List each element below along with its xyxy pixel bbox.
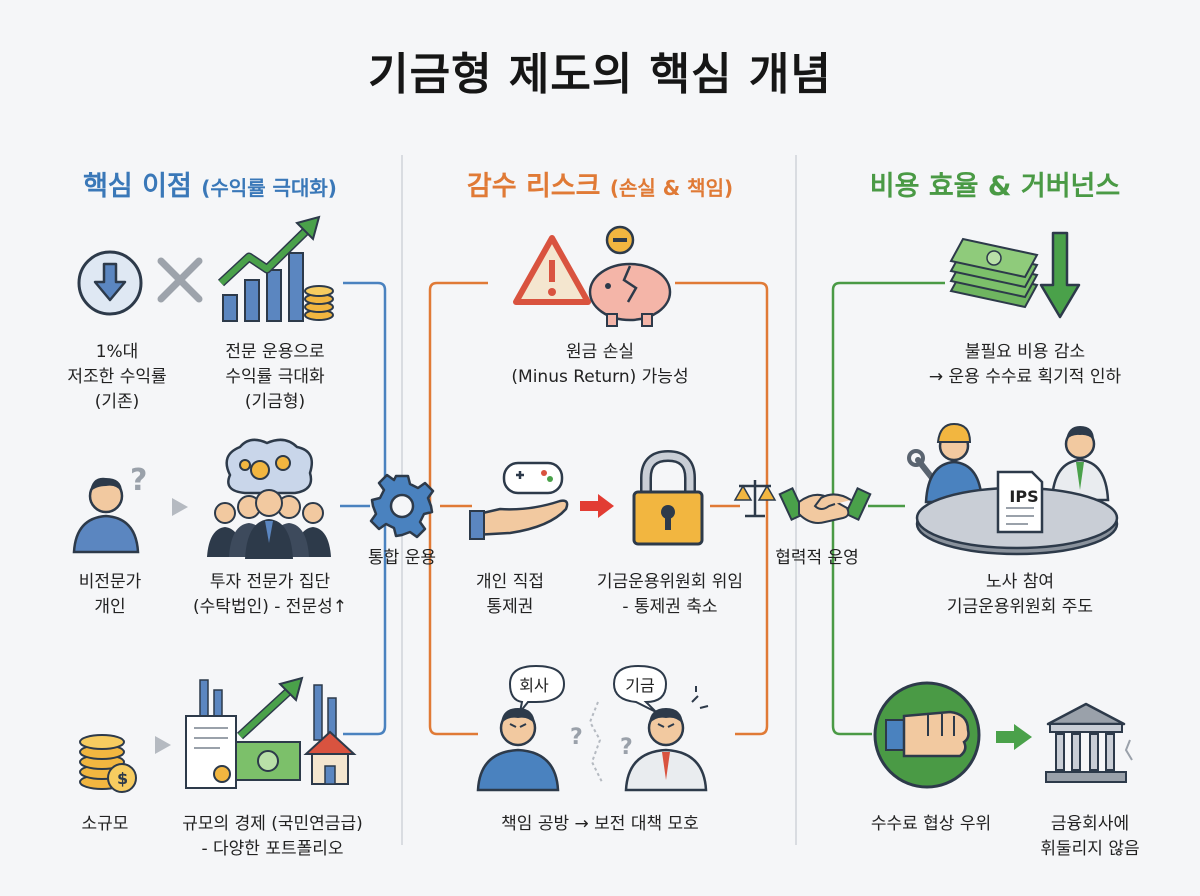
label-economy-of-scale: 규모의 경제 (국민연금급) - 다양한 포트폴리오 — [165, 812, 380, 862]
label-integrated-operation: 통합 운용 — [368, 548, 436, 568]
not-swayed-line1: 금융회사에 — [1050, 814, 1130, 834]
personal-control-line2: 통제권 — [486, 597, 534, 617]
fist-icon — [873, 681, 981, 789]
low-return-line2: 저조한 수익률 — [67, 367, 167, 387]
label-cooperative-operation: 협력적 운영 — [775, 548, 859, 568]
delegation-line1: 기금운용위원회 위임 — [596, 572, 744, 592]
arguing-people-icon: ? ? — [476, 664, 709, 792]
label-not-swayed: 금융회사에 휘둘리지 않음 — [1020, 812, 1160, 862]
label-labor-management: 노사 참여 기금운용위원회 주도 — [900, 570, 1140, 620]
label-delegation: 기금운용위원회 위임 - 통제권 축소 — [570, 570, 770, 620]
non-expert-line1: 비전문가 — [78, 572, 142, 592]
down-arrow-circle-icon — [77, 250, 143, 316]
heading-benefits-main: 핵심 이점 — [83, 171, 192, 202]
label-low-return: 1%대 저조한 수익률 (기존) — [42, 340, 192, 415]
column-heading-benefits: 핵심 이점 (수익률 극대화) — [40, 164, 380, 203]
green-arrow-icon — [996, 724, 1032, 750]
money-down-arrow-icon — [949, 231, 1081, 319]
column-heading-risks: 감수 리스크 (손실 & 책임) — [415, 164, 785, 203]
label-fee-negotiation: 수수료 협상 우위 — [870, 814, 992, 834]
handshake-icon — [778, 487, 872, 524]
bank-building-icon — [1045, 702, 1133, 783]
portfolio-icon — [185, 676, 357, 789]
low-return-line3: (기존) — [94, 392, 140, 412]
label-non-expert: 비전문가 개인 — [55, 570, 165, 620]
label-expert-group: 투자 전문가 집단 (수탁법인) - 전문성↑ — [170, 570, 370, 620]
bubble-company: 회사 — [519, 676, 549, 695]
heading-benefits-sub: (수익률 극대화) — [201, 176, 337, 200]
heading-risks-main: 감수 리스크 — [466, 171, 601, 202]
svg-text:?: ? — [130, 463, 147, 498]
person-question-icon: ? — [72, 463, 147, 554]
arrow-right-icon — [172, 498, 188, 516]
red-arrow-icon — [580, 494, 614, 518]
labor-management-line2: 기금운용위원회 주도 — [946, 597, 1094, 617]
principal-loss-line2: (Minus Return) 가능성 — [511, 367, 689, 387]
padlock-icon — [632, 449, 704, 546]
max-return-line1: 전문 운용으로 — [225, 342, 325, 362]
warning-piggy-bank-icon — [513, 225, 672, 327]
heading-risks-sub: (손실 & 책임) — [609, 176, 734, 200]
round-table-meeting-icon — [907, 422, 1119, 556]
label-responsibility-dispute: 책임 공방 → 보전 대책 모호 — [501, 814, 699, 834]
label-cost-reduction: 불필요 비용 감소 → 운용 수수료 획기적 인하 — [900, 340, 1150, 390]
arrow-right-icon-2 — [155, 736, 171, 754]
ips-document-label: IPS — [1009, 487, 1039, 506]
not-swayed-line2: 휘둘리지 않음 — [1040, 839, 1140, 859]
bubble-fund: 기금 — [625, 676, 655, 695]
column-heading-governance: 비용 효율 & 거버넌스 — [869, 171, 1121, 202]
growth-chart-icon — [217, 215, 334, 322]
gear-icon — [369, 473, 435, 539]
scales-icon — [733, 480, 777, 518]
max-return-line2: 수익률 극대화 — [225, 367, 325, 387]
cross-mark-icon — [157, 257, 203, 303]
max-return-line3: (기금형) — [244, 392, 306, 412]
svg-text:?: ? — [620, 735, 633, 760]
principal-loss-line1: 원금 손실 — [566, 342, 634, 362]
low-return-line1: 1%대 — [95, 342, 139, 362]
economy-line2: - 다양한 포트폴리오 — [201, 839, 344, 859]
svg-text:?: ? — [570, 725, 583, 750]
page-title: 기금형 제도의 핵심 개념 — [368, 49, 832, 100]
cost-reduction-line2: → 운용 수수료 획기적 인하 — [928, 367, 1122, 387]
label-small-scale: 소규모 — [81, 814, 129, 834]
expert-group-line2: (수탁법인) - 전문성↑ — [193, 597, 347, 617]
economy-line1: 규모의 경제 (국민연금급) — [182, 814, 363, 834]
label-maximize-return: 전문 운용으로 수익률 극대화 (기금형) — [190, 340, 360, 415]
hand-controller-icon — [469, 461, 569, 540]
expert-group-brain-icon — [207, 438, 331, 559]
expert-group-line1: 투자 전문가 집단 — [209, 572, 331, 592]
svg-text:$: $ — [117, 769, 128, 788]
label-personal-control: 개인 직접 통제권 — [460, 570, 560, 620]
personal-control-line1: 개인 직접 — [476, 572, 544, 592]
label-principal-loss: 원금 손실 (Minus Return) 가능성 — [480, 340, 720, 390]
cost-reduction-line1: 불필요 비용 감소 — [964, 342, 1086, 362]
coin-stack-icon: $ — [79, 734, 137, 793]
delegation-line2: - 통제권 축소 — [622, 597, 718, 617]
non-expert-line2: 개인 — [94, 597, 126, 617]
labor-management-line1: 노사 참여 — [986, 572, 1054, 592]
